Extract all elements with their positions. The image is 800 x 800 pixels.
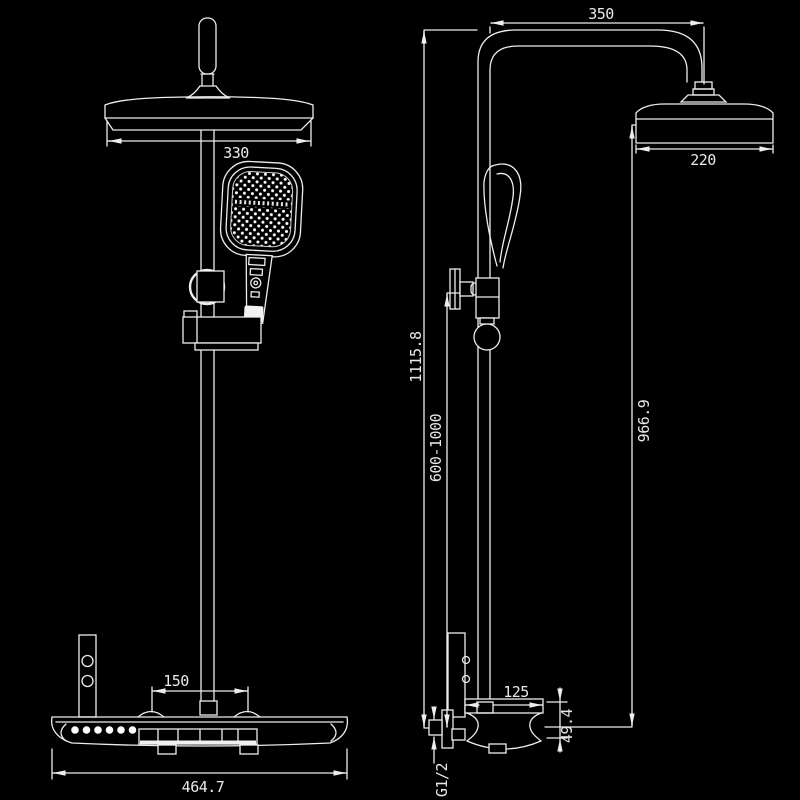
dim-label-overall-height: 1115.8 xyxy=(407,331,425,383)
dim-label-head-width-side: 220 xyxy=(690,151,716,169)
hand-shower-side-icon xyxy=(483,163,522,269)
side-view: 220 350 xyxy=(407,5,774,797)
dim-label-inlet-spacing: 150 xyxy=(163,672,189,690)
rain-shower-head-side-icon xyxy=(635,103,774,144)
dim-label-body-width: 464.7 xyxy=(182,778,225,796)
head-connector-icon xyxy=(679,81,728,103)
dim-label-thread-size: G1/2 xyxy=(433,763,451,797)
dim-350: 350 xyxy=(489,5,705,85)
dim-label-adjustable-height: 600-1000 xyxy=(427,413,445,482)
front-view: 330 xyxy=(50,17,349,796)
wall-bracket-side-icon xyxy=(449,268,501,351)
dim-330: 330 xyxy=(106,120,312,162)
dim-label-body-depth: 125 xyxy=(503,683,529,701)
mixer-body-front-icon xyxy=(50,700,349,755)
mount-bracket-front-icon xyxy=(78,634,97,718)
dim-125: 125 xyxy=(465,683,543,708)
dim-464-7: 464.7 xyxy=(51,748,348,796)
dim-label-head-width-front: 330 xyxy=(223,144,249,162)
body-spray-dots-icon xyxy=(71,726,137,734)
hand-shower-holder-icon xyxy=(188,268,226,306)
dim-label-riser-height: 966.9 xyxy=(635,399,653,442)
dim-label-arm-reach: 350 xyxy=(588,5,614,23)
mixer-body-side-icon xyxy=(464,698,544,754)
shower-pipe-front-icon xyxy=(185,17,231,703)
shower-pipe-side-icon xyxy=(477,29,703,701)
dim-label-body-height: 49.4 xyxy=(558,708,576,743)
hand-shower-front-icon xyxy=(219,160,304,325)
dim-220: 220 xyxy=(635,144,774,169)
rain-shower-head-front-icon xyxy=(104,96,314,131)
dim-600-1000: 600-1000 xyxy=(427,292,460,728)
dim-966-9: 966.9 xyxy=(544,124,653,728)
wall-bracket-front-icon xyxy=(182,310,262,351)
body-button-strip-icon xyxy=(138,728,258,745)
control-panel-side-icon xyxy=(447,632,471,718)
dim-49-4: 49.4 xyxy=(546,687,576,753)
dim-g1-2: G1/2 xyxy=(431,706,451,797)
dim-150: 150 xyxy=(151,672,249,713)
dim-1115-8: 1115.8 xyxy=(407,29,478,729)
wall-inlet-fitting-icon xyxy=(428,709,466,749)
